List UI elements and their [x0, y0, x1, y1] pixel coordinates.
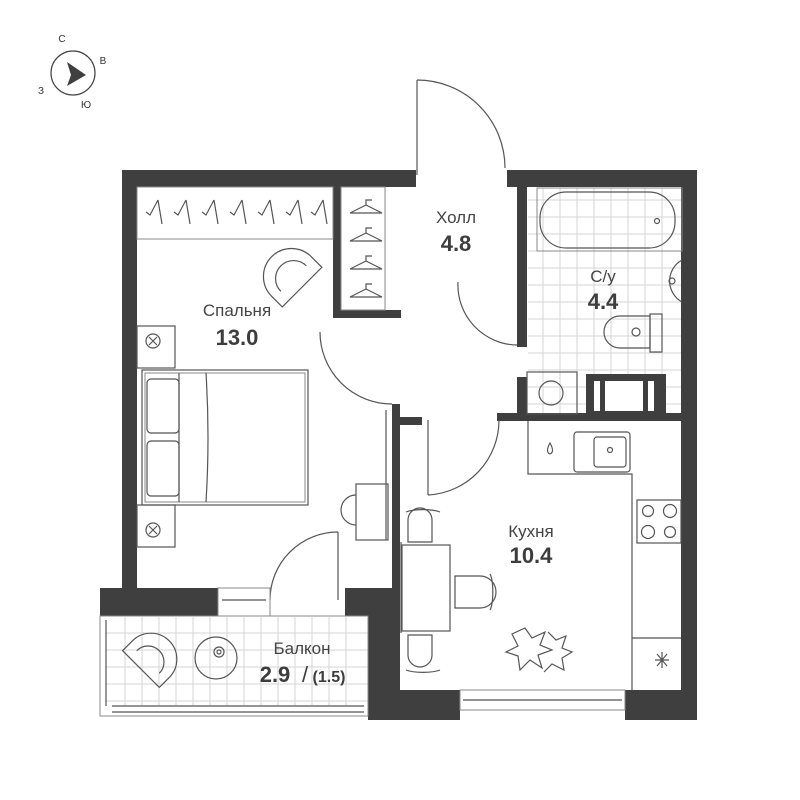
- room-area: 2.9: [260, 662, 291, 687]
- room-area: 4.4: [588, 289, 619, 314]
- compass-north: С: [58, 34, 65, 45]
- compass-east: В: [100, 56, 107, 67]
- water-drop-icon: [546, 441, 554, 455]
- toilet-icon: [603, 313, 663, 353]
- bedroom-wardrobe: [136, 186, 334, 240]
- compass-south: Ю: [81, 100, 91, 111]
- room-label-balcony: Балкон 2.9 / (1.5): [260, 639, 346, 687]
- kitchen-sink-icon: [573, 431, 631, 473]
- balcony-table-icon: [194, 636, 238, 680]
- balcony-glazing: [99, 615, 369, 717]
- fridge-snowflake-icon: [655, 652, 669, 668]
- kitchen-door[interactable]: [427, 419, 500, 496]
- room-area: 13.0: [216, 325, 259, 350]
- room-label-bathroom: С/у 4.4: [588, 267, 619, 314]
- nightstand-top: [136, 325, 176, 369]
- room-name: Спальня: [203, 301, 271, 320]
- room-area-reduced: (1.5): [313, 669, 346, 686]
- bedroom-dresser: [340, 410, 389, 541]
- kitchen-counter: [527, 421, 681, 690]
- room-name: Холл: [436, 208, 476, 227]
- ventilation-shaft: [587, 375, 666, 413]
- bathtub-icon: [536, 187, 683, 252]
- dining-chairs: [405, 507, 497, 673]
- bedroom-door[interactable]: [319, 331, 393, 405]
- kitchen-window: [459, 689, 626, 711]
- washing-machine-icon: [526, 371, 578, 415]
- area-separator: /: [302, 662, 309, 687]
- compass-ring: [50, 50, 96, 96]
- hall-wardrobe: [340, 186, 386, 311]
- room-name: С/у: [590, 267, 616, 286]
- compass-west: З: [38, 86, 44, 97]
- dining-table: [400, 542, 451, 633]
- room-area: 10.4: [510, 543, 554, 568]
- room-area: 4.8: [441, 231, 472, 256]
- nightstand-bottom: [136, 504, 176, 548]
- balcony-door[interactable]: [269, 531, 339, 601]
- room-label-hall: Холл 4.8: [436, 208, 476, 256]
- balcony-tiles: [105, 617, 368, 705]
- room-label-kitchen: Кухня 10.4: [508, 522, 554, 568]
- bedroom-balcony-window: [217, 587, 271, 617]
- room-name: Балкон: [273, 639, 330, 658]
- armchair-icon: [262, 247, 323, 308]
- stove-icon: [636, 499, 682, 544]
- plant-icon: [504, 627, 574, 673]
- bathroom-sink-icon: [668, 259, 683, 303]
- double-bed: [141, 369, 309, 506]
- balcony-armchair-icon: [121, 632, 178, 689]
- bathroom-door[interactable]: [457, 281, 518, 346]
- compass: С В Ю З: [38, 34, 107, 111]
- entry-door[interactable]: [416, 79, 506, 175]
- room-label-bedroom: Спальня 13.0: [203, 301, 271, 350]
- compass-arrow-icon: [67, 62, 86, 86]
- room-name: Кухня: [508, 522, 554, 541]
